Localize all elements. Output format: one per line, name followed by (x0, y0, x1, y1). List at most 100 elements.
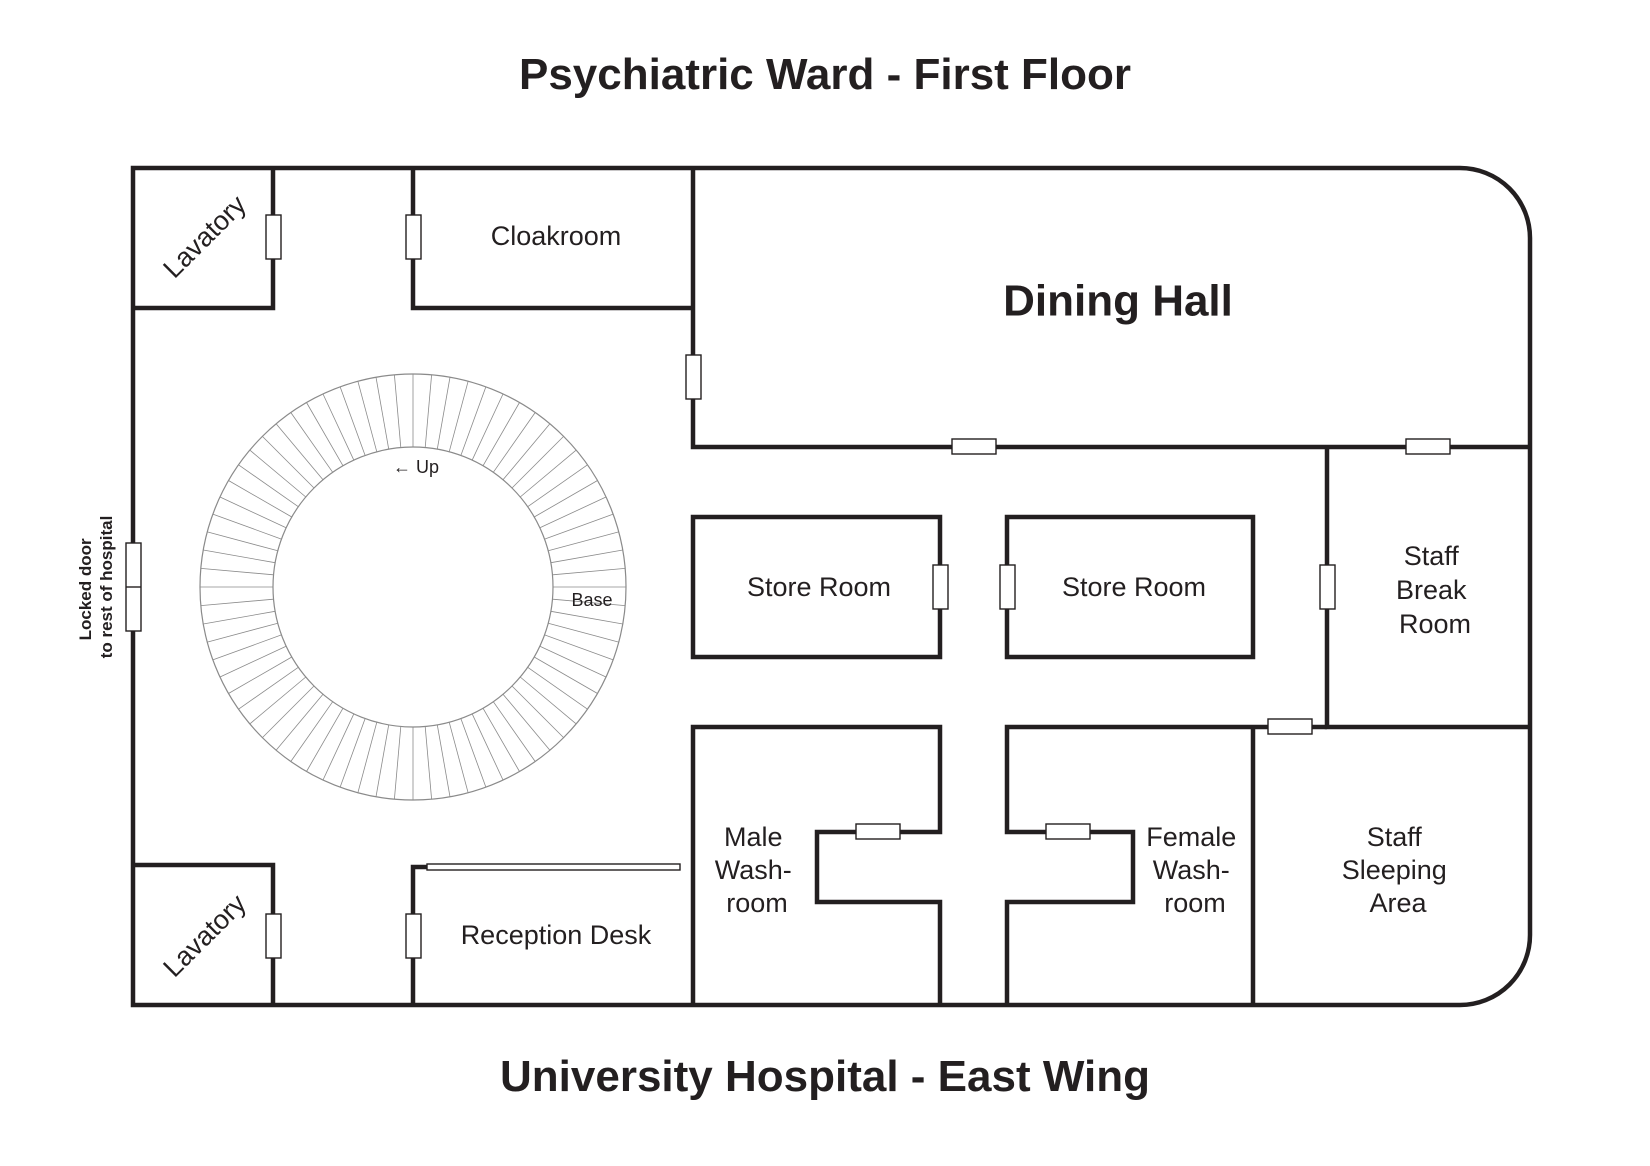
stair-tread (424, 374, 432, 448)
door-reception-desk[interactable] (405, 913, 422, 959)
female-washroom-line-3: room (1164, 888, 1226, 918)
stair-tread (527, 666, 588, 710)
door-dining-hall-east[interactable] (1405, 438, 1451, 455)
stair-tread (436, 377, 451, 450)
spiral-staircase (199, 373, 627, 801)
stair-tread (275, 693, 324, 751)
stair-tread (212, 634, 282, 661)
door-male-washroom[interactable] (855, 823, 901, 840)
lavatory-top-label: Lavatory (157, 189, 252, 284)
stair-tread (339, 718, 366, 788)
stair-tread (249, 676, 307, 725)
stair-steps (200, 374, 626, 800)
stair-tread (238, 666, 299, 710)
stair-tread (203, 549, 276, 564)
stair-tread (550, 549, 623, 564)
stair-tread (511, 685, 564, 738)
dining-hall-label: Dining Hall (1003, 277, 1233, 326)
stair-tread (534, 480, 598, 518)
stair-tread (448, 722, 469, 793)
lavatory-bottom-label: Lavatory (157, 888, 252, 983)
stair-tread (322, 713, 355, 781)
stair-tread (482, 402, 520, 466)
stair-tread (357, 381, 378, 452)
stair-tread (502, 423, 551, 481)
staff-sleeping-walls (1250, 724, 1327, 1005)
stair-tread (471, 713, 504, 781)
locked-door-note-line-1: Locked door (76, 538, 95, 640)
stair-tread (306, 402, 344, 466)
male-washroom-label: Male Wash- room (715, 822, 800, 918)
locked-door-note-line-2: to rest of hospital (97, 516, 116, 659)
door-store-room-right[interactable] (999, 564, 1016, 610)
stair-tread (262, 436, 315, 489)
staff-sleeping-line-3: Area (1369, 888, 1427, 918)
stair-tread (290, 701, 334, 762)
male-washroom-line-1: Male (724, 822, 783, 852)
stair-tread (492, 701, 536, 762)
stair-tread (539, 496, 607, 529)
stair-tread (460, 718, 487, 788)
stair-tread (534, 656, 598, 694)
stair-tread (502, 693, 551, 751)
stair-tread (519, 449, 577, 498)
stair-tread (527, 464, 588, 508)
stair-tread (492, 412, 536, 473)
locked-door-note: Locked door to rest of hospital (76, 516, 116, 659)
stair-tread (262, 685, 315, 738)
door-dining-hall-south[interactable] (951, 438, 997, 455)
door-staff-break-room[interactable] (1319, 564, 1336, 610)
dining-hall-walls (690, 168, 1530, 450)
stair-tread (200, 568, 274, 576)
reception-desk-walls (410, 864, 427, 1005)
stair-tread (548, 531, 619, 552)
stair-tread (448, 381, 469, 452)
door-female-washroom[interactable] (1045, 823, 1091, 840)
stair-tread (548, 622, 619, 643)
stair-tread (552, 568, 626, 576)
stair-tread (471, 393, 504, 461)
stair-tread (436, 724, 451, 797)
stair-tread (519, 676, 577, 725)
stair-tread (200, 598, 274, 606)
stair-tread (550, 610, 623, 625)
stair-tread (228, 656, 292, 694)
reception-desk-label: Reception Desk (461, 920, 652, 950)
stair-tread (212, 513, 282, 540)
stair-tread (339, 386, 366, 456)
staff-break-room-line-2: Break (1396, 575, 1467, 605)
stair-tread (228, 480, 292, 518)
staff-sleeping-area-label: Staff Sleeping Area (1342, 822, 1455, 918)
stair-tread (306, 708, 344, 772)
door-store-room-left[interactable] (932, 564, 949, 610)
female-washroom-line-2: Wash- (1153, 855, 1230, 885)
door-dining-hall-west[interactable] (685, 354, 702, 400)
staff-break-room-label: Staff Break Room (1396, 541, 1474, 639)
stair-tread (394, 374, 402, 448)
stair-tread (207, 622, 278, 643)
stair-tread (322, 393, 355, 461)
male-washroom-line-3: room (726, 888, 788, 918)
door-lavatory-top[interactable] (265, 214, 282, 260)
stair-tread (424, 726, 432, 800)
stairs-up-label: ← Up (393, 457, 439, 477)
door-lavatory-bottom[interactable] (265, 913, 282, 959)
stair-tread (482, 708, 520, 772)
staff-sleeping-line-1: Staff (1367, 822, 1423, 852)
stair-tread (544, 513, 614, 540)
stair-tread (290, 412, 334, 473)
staff-break-room-line-3: Room (1399, 609, 1471, 639)
stair-tread (219, 496, 287, 529)
reception-counter (426, 863, 681, 871)
stair-tread (544, 634, 614, 661)
store-room-left-label: Store Room (747, 572, 891, 602)
stair-tread (539, 645, 607, 678)
stair-tread (552, 598, 626, 606)
stair-tread (375, 724, 390, 797)
door-staff-sleeping-area[interactable] (1267, 718, 1313, 735)
door-cloakroom[interactable] (405, 214, 422, 260)
stair-tread (357, 722, 378, 793)
staff-break-room-line-1: Staff (1404, 541, 1460, 571)
stair-tread (207, 531, 278, 552)
